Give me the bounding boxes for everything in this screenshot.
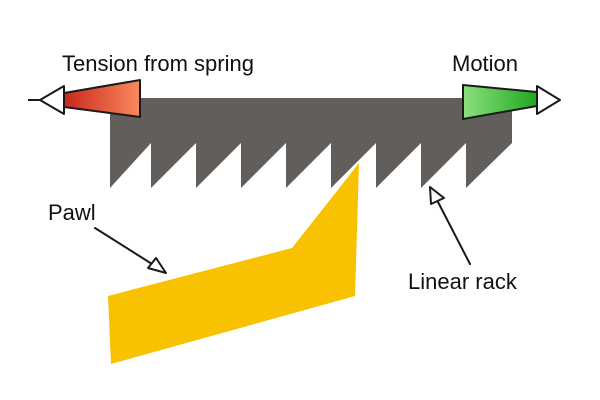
motion-arrow bbox=[462, 84, 561, 120]
tension-arrow bbox=[28, 79, 141, 118]
pawl-pointer-arrow bbox=[94, 227, 167, 274]
pawl bbox=[108, 163, 359, 364]
rack-pointer-arrow bbox=[429, 186, 471, 265]
linear-rack bbox=[110, 98, 512, 188]
pawl-label: Pawl bbox=[48, 200, 96, 225]
tension-label: Tension from spring bbox=[62, 51, 254, 76]
rack-label: Linear rack bbox=[408, 269, 518, 294]
motion-label: Motion bbox=[452, 51, 518, 76]
